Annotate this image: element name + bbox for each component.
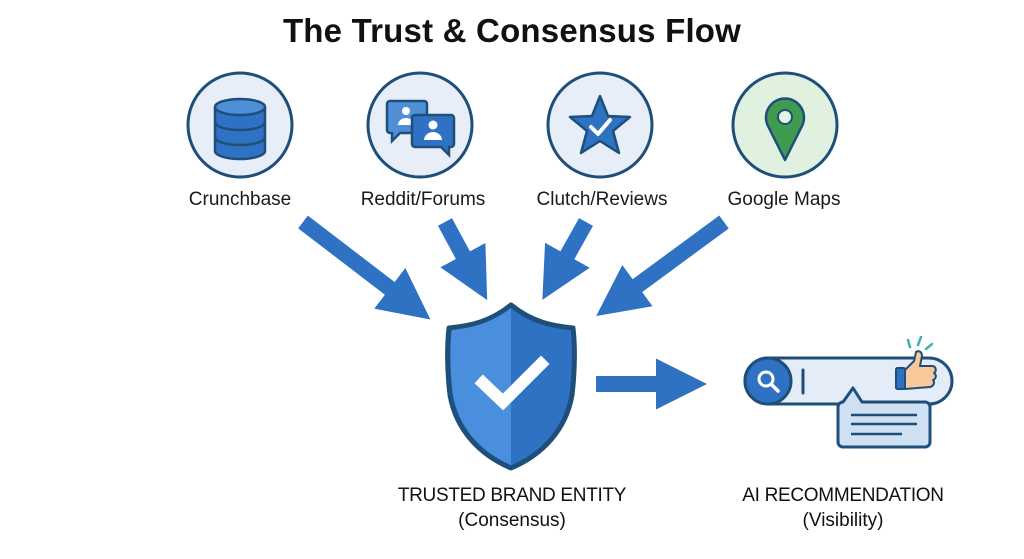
- shield-check-icon: [445, 302, 577, 471]
- source-node-reddit-forums: [366, 71, 474, 179]
- thumbs-up-icon: [895, 335, 937, 390]
- database-icon: [213, 97, 267, 161]
- star-check-icon: [568, 94, 632, 155]
- arrow-maps-to-hub: [596, 215, 729, 316]
- search-thumbs-up-icon: [743, 335, 954, 449]
- source-node-google-maps: [731, 71, 839, 179]
- hub-label-line2: (Consensus): [458, 510, 566, 531]
- chat-users-icon: [385, 99, 456, 159]
- arrow-crunchbase-to-hub: [298, 215, 431, 320]
- arrow-clutch-to-hub: [542, 218, 593, 300]
- diagram-title: The Trust & Consensus Flow: [282, 12, 742, 49]
- output-label-line2: (Visibility): [802, 510, 884, 531]
- chat-bubble-icon: [836, 386, 932, 449]
- arrow-reddit-to-hub: [437, 218, 488, 301]
- source-node-clutch-reviews: [546, 71, 654, 179]
- arrows-in: [298, 215, 729, 320]
- map-pin-icon: [764, 97, 806, 162]
- source-node-crunchbase: [186, 71, 294, 179]
- output-label-line1: AI RECOMMENDATION: [742, 485, 944, 506]
- hub-label: TRUSTED BRAND ENTITY (Consensus): [352, 483, 672, 533]
- source-label-google-maps: Google Maps: [727, 189, 841, 210]
- output-label: AI RECOMMENDATION (Visibility): [683, 483, 1003, 533]
- source-label-reddit-forums: Reddit/Forums: [360, 189, 486, 210]
- source-label-crunchbase: Crunchbase: [188, 189, 292, 210]
- hub-label-line1: TRUSTED BRAND ENTITY: [397, 485, 627, 506]
- source-label-clutch-reviews: Clutch/Reviews: [536, 189, 668, 210]
